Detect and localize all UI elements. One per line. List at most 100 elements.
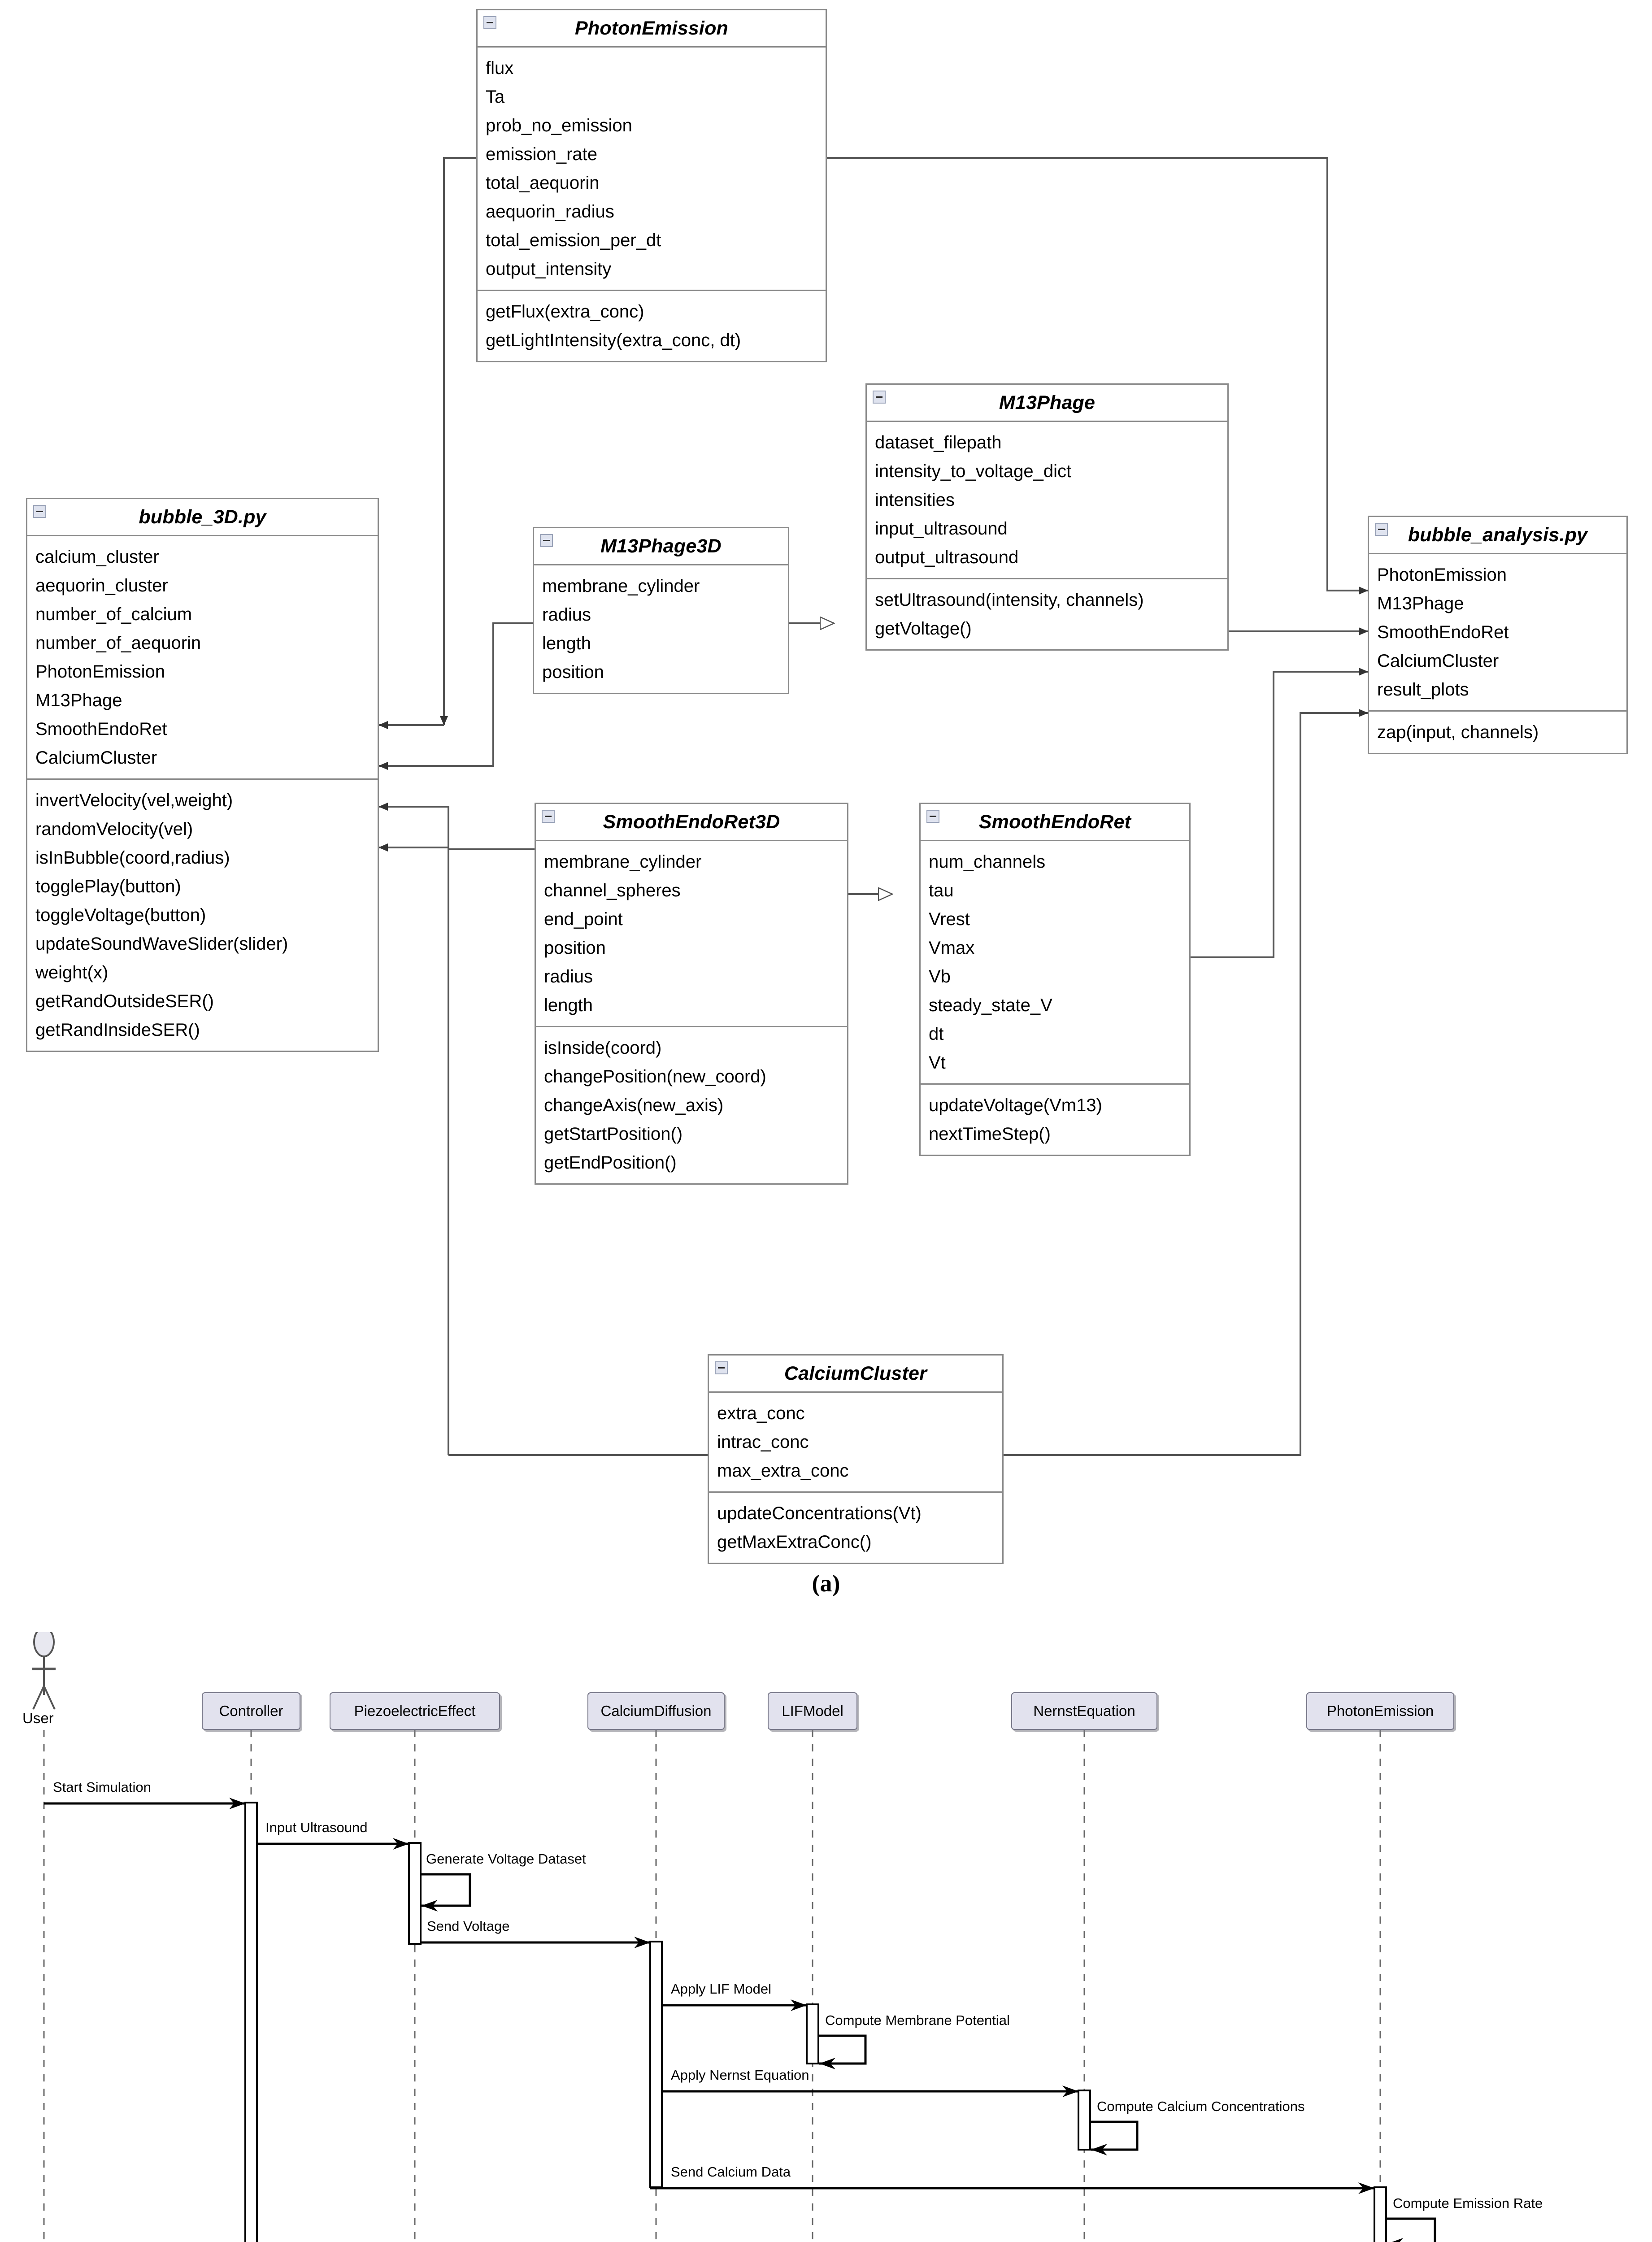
uml-attributes: calcium_cluster aequorin_cluster number_… xyxy=(27,536,378,778)
uml-methods: setUltrasound(intensity, channels) getVo… xyxy=(867,578,1227,649)
uml-method: weight(x) xyxy=(35,963,109,982)
uml-method: updateSoundWaveSlider(slider) xyxy=(35,934,288,954)
uml-class-header: M13Phage xyxy=(867,385,1227,422)
uml-attributes: extra_conc intrac_conc max_extra_conc xyxy=(709,1393,1002,1491)
uml-attributes: membrane_cylinder channel_spheres end_po… xyxy=(536,841,847,1026)
uml-attribute: steady_state_V xyxy=(929,995,1052,1015)
message-label-send-voltage: Send Voltage xyxy=(427,1918,510,1934)
collapse-minus-icon[interactable] xyxy=(873,391,886,404)
uml-method: getRandInsideSER() xyxy=(35,1020,200,1040)
message-label-input-ultrasound: Input Ultrasound xyxy=(265,1820,368,1835)
uml-attribute: Vb xyxy=(929,967,951,986)
uml-methods: invertVelocity(vel,weight) randomVelocit… xyxy=(27,778,378,1051)
uml-method: zap(input, channels) xyxy=(1377,722,1539,742)
uml-class-header: bubble_3D.py xyxy=(27,499,378,536)
uml-method: nextTimeStep() xyxy=(929,1124,1051,1144)
message-label-compute-membrane-potential: Compute Membrane Potential xyxy=(825,2012,1010,2028)
uml-attributes: PhotonEmission M13Phage SmoothEndoRet Ca… xyxy=(1369,554,1626,710)
collapse-minus-icon[interactable] xyxy=(926,810,939,823)
message-label-apply-nernst-equation: Apply Nernst Equation xyxy=(671,2067,809,2083)
uml-class-name: CalciumCluster xyxy=(784,1362,927,1384)
uml-attribute: output_ultrasound xyxy=(875,547,1019,567)
sequence-diagram-canvas xyxy=(32,1632,1436,2242)
uml-attribute: Ta xyxy=(486,87,505,107)
uml-method: randomVelocity(vel) xyxy=(35,819,193,839)
uml-attribute: membrane_cylinder xyxy=(542,576,700,596)
uml-methods: updateConcentrations(Vt) getMaxExtraConc… xyxy=(709,1491,1002,1563)
uml-method: changeAxis(new_axis) xyxy=(544,1095,724,1115)
uml-class-bubble-analysis-py[interactable]: bubble_analysis.py PhotonEmission M13Pha… xyxy=(1368,516,1628,754)
uml-attribute: aequorin_cluster xyxy=(35,576,168,595)
uml-attribute: CalciumCluster xyxy=(35,748,157,768)
message-label-apply-lif-model: Apply LIF Model xyxy=(671,1981,771,1997)
uml-attribute: emission_rate xyxy=(486,144,598,164)
uml-class-name: SmoothEndoRet3D xyxy=(603,811,780,833)
uml-method: togglePlay(button) xyxy=(35,877,181,896)
uml-class-name: bubble_3D.py xyxy=(139,506,266,528)
participant-calcium-diffusion-top[interactable]: CalciumDiffusion xyxy=(587,1692,725,1730)
collapse-minus-icon[interactable] xyxy=(715,1361,728,1374)
uml-method: getStartPosition() xyxy=(544,1124,683,1144)
uml-class-smooth-endo-ret[interactable]: SmoothEndoRet num_channels tau Vrest Vma… xyxy=(919,803,1191,1156)
uml-method: toggleVoltage(button) xyxy=(35,905,206,925)
collapse-minus-icon[interactable] xyxy=(1375,523,1388,536)
uml-method: changePosition(new_coord) xyxy=(544,1067,766,1086)
uml-attribute: length xyxy=(544,995,593,1015)
uml-method: getMaxExtraConc() xyxy=(717,1532,872,1552)
messages xyxy=(44,1798,1436,2242)
uml-attributes: dataset_filepath intensity_to_voltage_di… xyxy=(867,422,1227,578)
uml-class-header: bubble_analysis.py xyxy=(1369,517,1626,554)
uml-attribute: position xyxy=(544,938,606,958)
collapse-minus-icon[interactable] xyxy=(542,810,555,823)
uml-attribute: input_ultrasound xyxy=(875,519,1008,539)
uml-method: getRandOutsideSER() xyxy=(35,991,214,1011)
uml-method: getEndPosition() xyxy=(544,1153,677,1173)
uml-class-m13phage[interactable]: M13Phage dataset_filepath intensity_to_v… xyxy=(865,383,1229,651)
actor-label-top: User xyxy=(22,1710,54,1726)
participant-lif-model-top[interactable]: LIFModel xyxy=(768,1692,857,1730)
uml-attribute: channel_spheres xyxy=(544,881,681,900)
activation-bars xyxy=(244,1802,1387,2242)
message-label-generate-voltage-dataset: Generate Voltage Dataset xyxy=(426,1851,586,1867)
uml-attributes: num_channels tau Vrest Vmax Vb steady_st… xyxy=(921,841,1189,1083)
uml-method: getLightIntensity(extra_conc, dt) xyxy=(486,330,741,350)
uml-attribute: SmoothEndoRet xyxy=(1377,622,1509,642)
participant-nernst-equation-top[interactable]: NernstEquation xyxy=(1011,1692,1157,1730)
participant-piezoelectric-effect-top[interactable]: PiezoelectricEffect xyxy=(330,1692,500,1730)
uml-attribute: Vmax xyxy=(929,938,975,958)
uml-attribute: extra_conc xyxy=(717,1403,805,1423)
uml-attribute: output_intensity xyxy=(486,259,612,279)
participant-controller-top[interactable]: Controller xyxy=(202,1692,300,1730)
uml-method: updateConcentrations(Vt) xyxy=(717,1503,922,1523)
collapse-minus-icon[interactable] xyxy=(540,534,553,547)
uml-class-name: M13Phage3D xyxy=(600,535,722,557)
uml-attribute: radius xyxy=(542,605,591,625)
uml-attribute: intrac_conc xyxy=(717,1432,809,1452)
uml-class-calcium-cluster[interactable]: CalciumCluster extra_conc intrac_conc ma… xyxy=(708,1354,1004,1564)
uml-class-smooth-endo-ret-3d[interactable]: SmoothEndoRet3D membrane_cylinder channe… xyxy=(535,803,848,1185)
uml-attribute: prob_no_emission xyxy=(486,116,632,135)
uml-class-m13phage3d[interactable]: M13Phage3D membrane_cylinder radius leng… xyxy=(533,527,789,694)
uml-method: getFlux(extra_conc) xyxy=(486,302,644,322)
uml-attribute: number_of_aequorin xyxy=(35,633,201,653)
uml-method: isInside(coord) xyxy=(544,1038,662,1058)
uml-class-bubble-3d-py[interactable]: bubble_3D.py calcium_cluster aequorin_cl… xyxy=(26,498,379,1052)
collapse-minus-icon[interactable] xyxy=(33,505,46,518)
uml-method: isInBubble(coord,radius) xyxy=(35,848,230,868)
figure-caption-a: (a) xyxy=(812,1570,840,1597)
uml-attributes: flux Ta prob_no_emission emission_rate t… xyxy=(478,48,826,290)
uml-attribute: result_plots xyxy=(1377,680,1469,700)
uml-attribute: end_point xyxy=(544,909,623,929)
uml-sequence-diagram: User User Controller PiezoelectricEffect… xyxy=(0,1632,1652,2242)
uml-class-photon-emission[interactable]: PhotonEmission flux Ta prob_no_emission … xyxy=(476,9,827,362)
uml-class-name: PhotonEmission xyxy=(574,17,729,39)
uml-attribute: num_channels xyxy=(929,852,1046,872)
participant-photon-emission-top[interactable]: PhotonEmission xyxy=(1306,1692,1454,1730)
uml-class-name: bubble_analysis.py xyxy=(1408,524,1588,546)
uml-attribute: SmoothEndoRet xyxy=(35,719,167,739)
uml-attribute: membrane_cylinder xyxy=(544,852,702,872)
uml-methods: updateVoltage(Vm13) nextTimeStep() xyxy=(921,1083,1189,1155)
uml-attribute: aequorin_radius xyxy=(486,202,614,222)
collapse-minus-icon[interactable] xyxy=(483,16,496,29)
uml-class-header: SmoothEndoRet3D xyxy=(536,804,847,841)
